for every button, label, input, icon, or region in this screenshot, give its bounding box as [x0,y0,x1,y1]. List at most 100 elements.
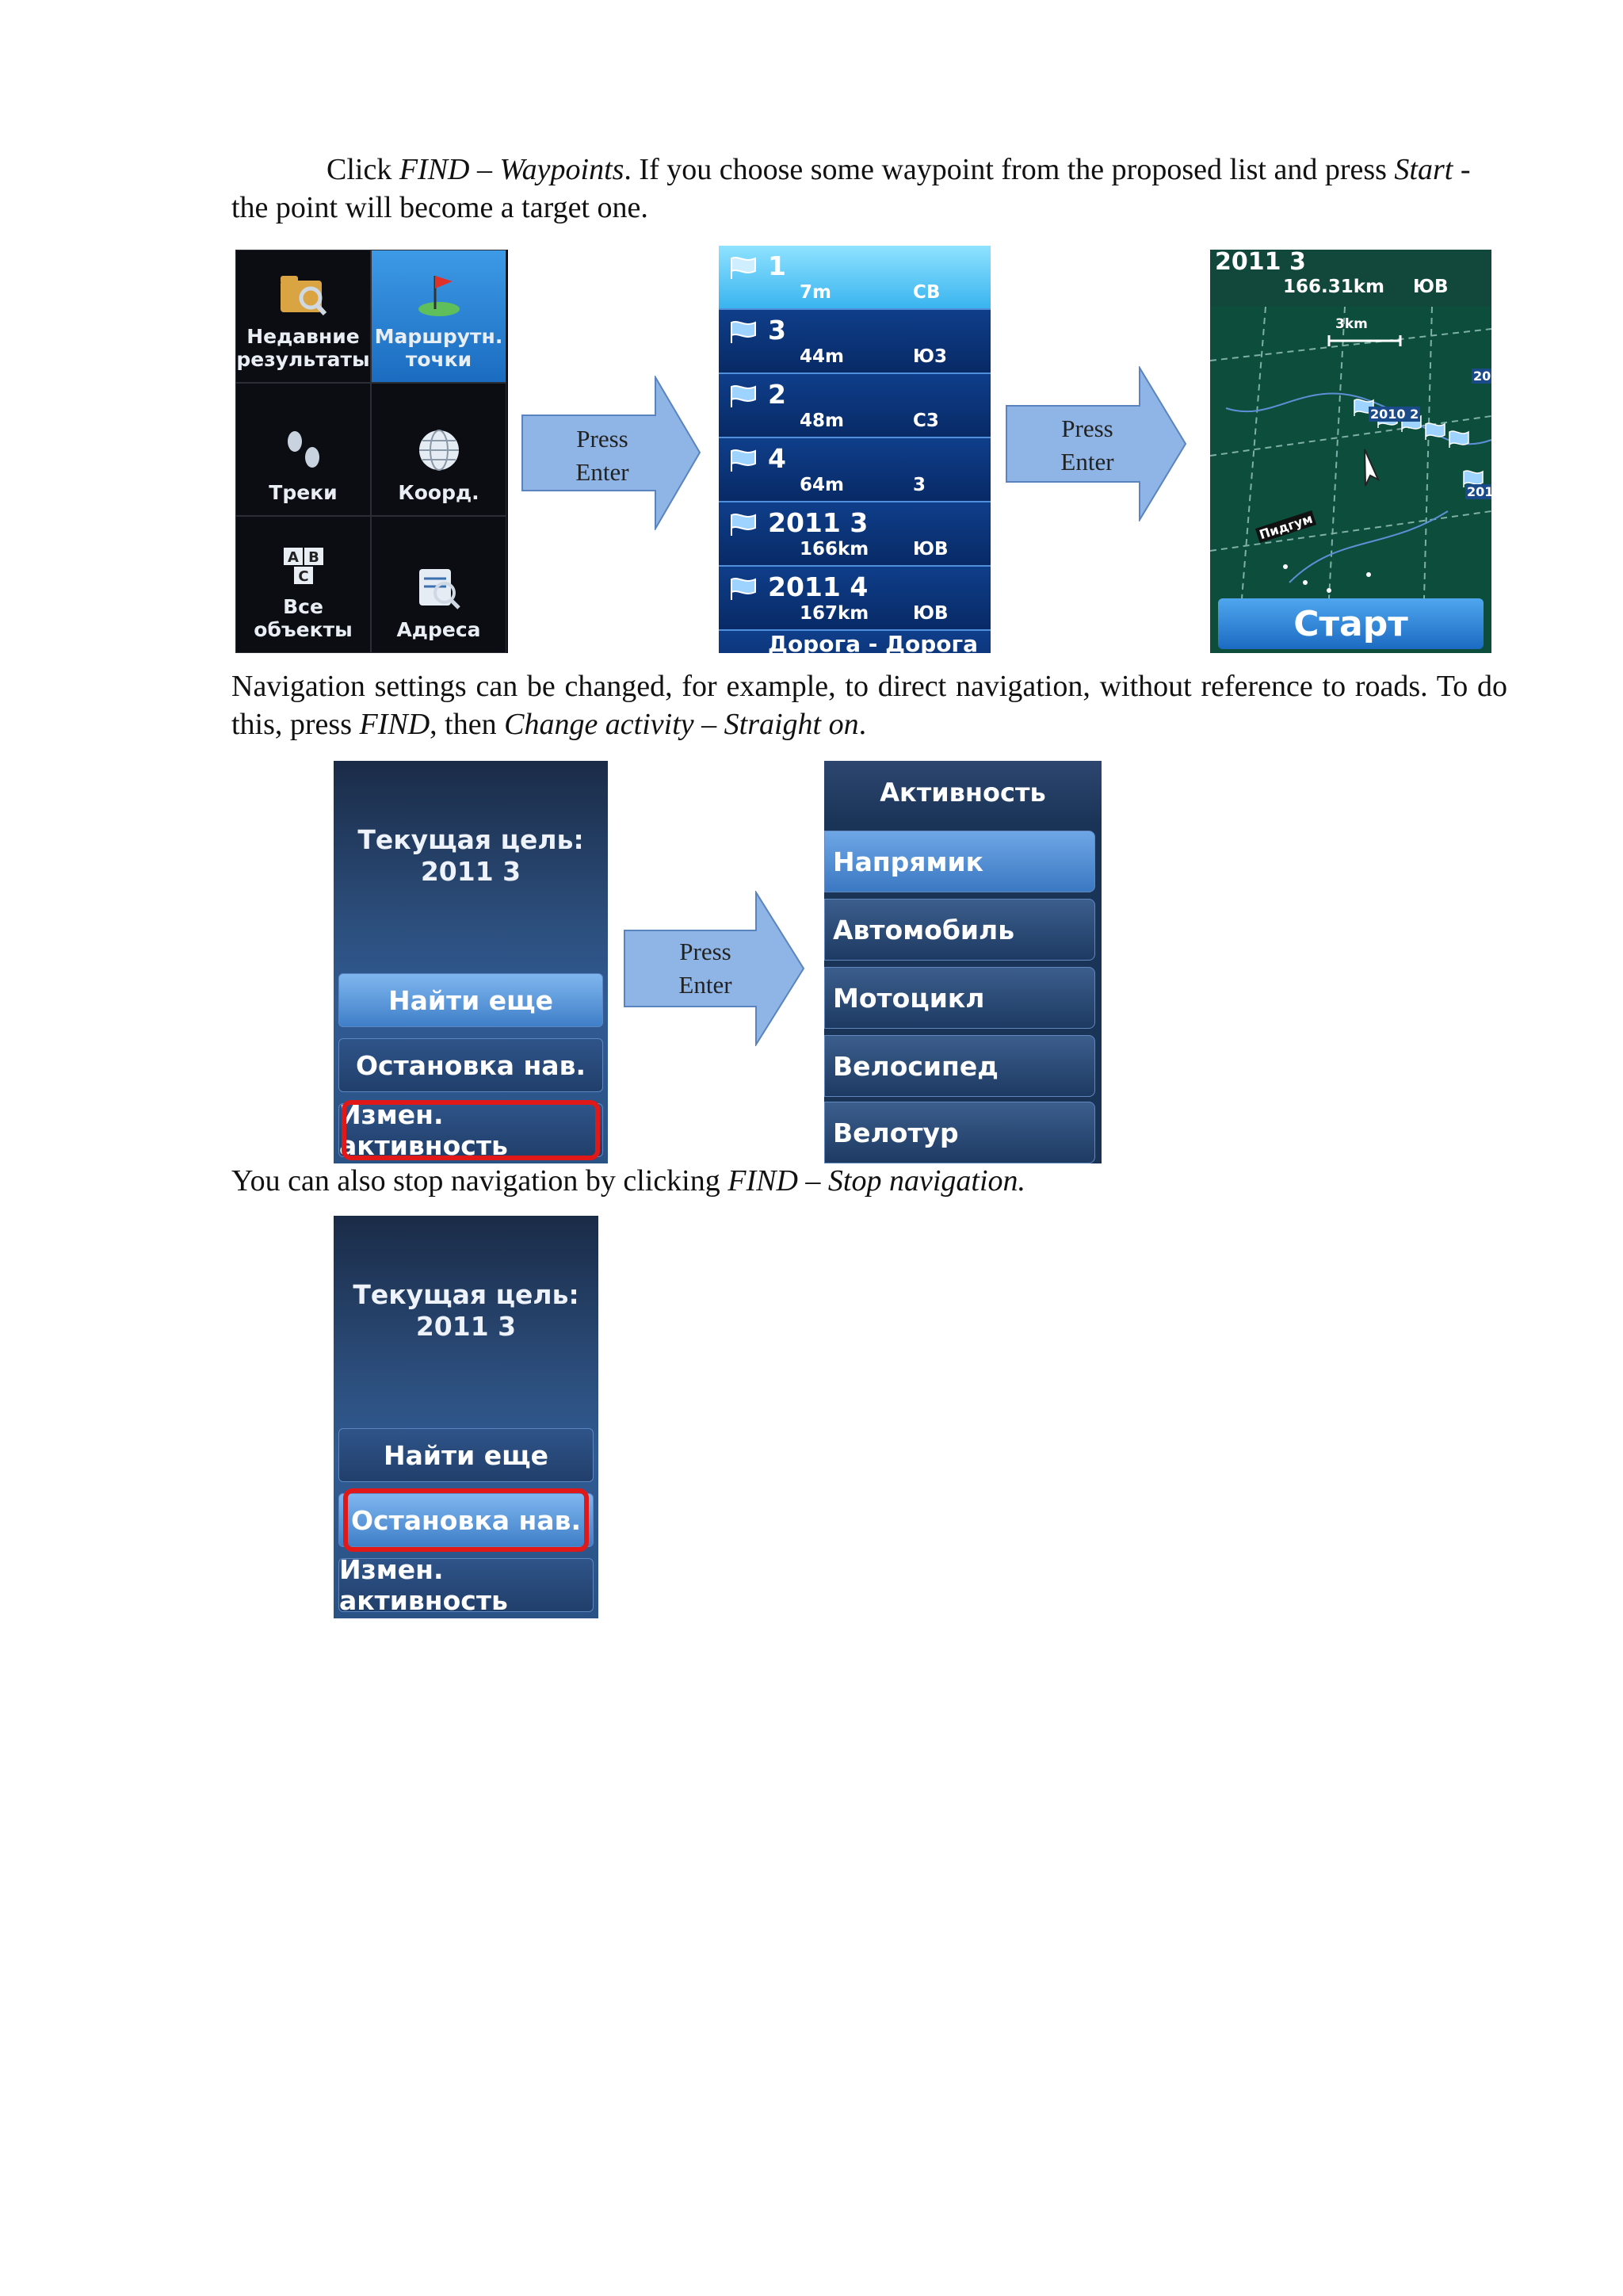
waypoints-term: Waypoints [499,153,624,186]
waypoint-flag-icon [731,449,756,472]
activity-item-motorcycle[interactable]: Мотоцикл [824,967,1095,1029]
arrow-label-line: Enter [575,458,629,486]
highlight-box [343,1488,589,1552]
waypoint-row[interactable]: 4 64m 3 [719,438,991,502]
text-run: You can also stop navigation by clicking [231,1164,728,1198]
waypoint-row[interactable]: 3 44m Ю3 [719,310,991,374]
waypoint-name: Дорога - Дорога [768,631,979,653]
folder-search-icon [280,276,327,316]
instruction-paragraph-1: Click FIND – Waypoints. If you choose so… [231,151,1507,227]
text-run: , then [430,708,505,741]
waypoint-flag-icon [731,321,756,343]
text-run: . [858,708,867,741]
map-destination-title: 2011 3 [1215,250,1306,276]
arrow-label: Press Enter [547,422,658,489]
waypoint-flag-icon [731,514,756,536]
waypoint-name: 2011 3 [768,507,869,538]
text-run: - the point will become a target one. [231,153,1471,224]
find-term: FIND [359,708,430,741]
activity-item-bicycle[interactable]: Велосипед [824,1035,1095,1097]
map-direction: ЮB [1413,277,1449,297]
waypoint-distance: 48m [800,411,844,431]
activity-item-car[interactable]: Автомобиль [824,899,1095,961]
right-arrow-icon [1006,366,1187,521]
grid-item-label: Недавние результаты [236,325,370,371]
globe-icon [418,430,459,471]
grid-item-label: Коорд. [398,481,479,504]
target-menu-screenshot-2: Текущая цель: 2011 3 Найти еще Остановка… [334,1216,598,1618]
arrow-label-line: Enter [678,971,732,999]
waypoint-row[interactable]: 2011 3 166km ЮB [719,502,991,567]
activity-item-straight[interactable]: Напрямик [824,831,1095,892]
map-point-label: 2010 2 [1369,407,1421,422]
find-grid-menu-screenshot: Недавние результаты Маршрутн. точки Трек… [235,250,508,653]
address-magnifier-icon [418,569,460,609]
current-target-name: 2011 3 [420,856,521,887]
map-background [1210,250,1491,653]
instruction-paragraph-2: Navigation settings can be changed, for … [231,667,1507,743]
arrow-label: Press Enter [1032,412,1143,479]
waypoint-name: 3 [768,315,786,346]
waypoint-name: 1 [768,250,786,281]
change-activity-term: Change activity – Straight on [504,708,859,741]
arrow-label-line: Enter [1060,448,1114,476]
activity-menu-title: Активность [824,761,1102,824]
arrow-label: Press Enter [650,935,761,1002]
grid-item-label: Все объекты [254,595,353,641]
waypoint-row[interactable]: 1 7m CB [719,246,991,310]
change-activity-button[interactable]: Измен. активность [338,1554,594,1616]
waypoint-name: 4 [768,443,786,474]
waypoint-row[interactable]: Дорога - Дорога [719,631,991,653]
flag-icon [418,276,460,316]
waypoint-direction: CB [913,282,941,303]
arrow-label-line: Press [1061,415,1113,442]
waypoint-direction: ЮB [913,539,949,560]
start-button[interactable]: Старт [1218,598,1484,649]
map-scale-label: 3km [1335,316,1368,332]
waypoint-flag-icon [731,385,756,407]
waypoint-direction: C3 [913,411,939,431]
svg-text:A: A [288,549,299,566]
instruction-paragraph-3: You can also stop navigation by clicking… [231,1162,1507,1200]
waypoint-direction: Ю3 [913,346,948,367]
waypoint-distance: 7m [800,282,831,303]
activity-item-bike-tour[interactable]: Велотур [824,1102,1095,1163]
grid-item-tracks[interactable]: Треки [235,383,371,516]
map-side-label: 201 [1465,484,1491,499]
arrow-label-line: Press [679,938,731,965]
stop-navigation-button[interactable]: Остановка нав. [338,1493,594,1547]
svg-text:C: C [298,568,308,585]
waypoint-direction: 3 [913,475,926,495]
current-target-name: 2011 3 [415,1311,517,1342]
find-more-button[interactable]: Найти еще [338,1428,594,1482]
grid-item-recent-results[interactable]: Недавние результаты [235,250,371,383]
grid-item-label: Адреса [396,618,481,641]
waypoint-distance: 44m [800,346,844,367]
text-run: – [469,153,500,186]
find-more-button[interactable]: Найти еще [338,973,603,1027]
waypoint-flag-icon [731,257,756,279]
waypoint-row[interactable]: 2 48m C3 [719,374,991,438]
map-screenshot: 2011 3 166.31km ЮB 3km 2010 2 Пидгум 20 … [1210,250,1491,653]
waypoint-row[interactable]: 2011 4 167km ЮB [719,567,991,631]
grid-item-coordinates[interactable]: Коорд. [371,383,506,516]
arrow-label-line: Press [576,425,628,453]
stop-navigation-button[interactable]: Остановка нав. [338,1038,603,1092]
text-run: Navigation settings can be changed, for … [231,670,1507,741]
waypoint-distance: 167km [800,603,869,624]
right-arrow-icon [624,891,805,1046]
grid-item-label: Маршрутн. точки [374,325,503,371]
current-target-title: Текущая цель: [357,824,584,855]
find-term: FIND [399,153,470,186]
text-run: . If you choose some waypoint from the p… [624,153,1395,186]
text-run: Click [327,153,399,186]
svg-text:B: B [308,549,319,566]
grid-item-addresses[interactable]: Адреса [371,516,506,653]
highlight-box [342,1100,600,1160]
grid-item-waypoints[interactable]: Маршрутн. точки [371,250,506,383]
activity-menu-screenshot: Активность Напрямик Автомобиль Мотоцикл … [824,761,1102,1163]
target-menu-screenshot-1: Текущая цель: 2011 3 Найти еще Остановка… [334,761,608,1163]
waypoint-direction: ЮB [913,603,949,624]
